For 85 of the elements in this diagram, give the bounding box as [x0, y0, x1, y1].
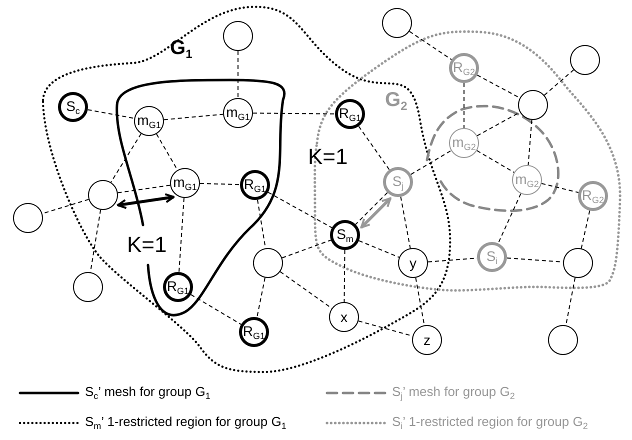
connector-line	[400, 196, 411, 249]
circle-node	[134, 106, 164, 136]
circle-node	[240, 170, 270, 200]
connector-line	[282, 240, 332, 258]
node-label: R$_{G1}$	[242, 324, 266, 340]
circle-node	[223, 98, 253, 128]
circle-node	[329, 302, 359, 332]
node-label: R$_{G1}$	[166, 278, 190, 296]
connector-line	[541, 183, 579, 193]
node-label: S$_{i}$	[486, 248, 498, 266]
connector-line	[415, 277, 425, 326]
group-label: G$_{2}$	[385, 90, 408, 112]
connector-line	[476, 150, 515, 173]
node-label: R$_{G2}$	[582, 188, 604, 204]
node-label: S$_{m}$	[336, 226, 354, 244]
connector-line	[87, 109, 135, 119]
node-label: m$_{G1}$	[173, 174, 197, 192]
circle-node	[512, 165, 542, 195]
connector-line	[476, 112, 520, 136]
connector-line	[498, 193, 522, 244]
connector-line	[190, 294, 242, 325]
connector-line	[355, 192, 388, 225]
circle-node	[73, 272, 103, 302]
node-label: m$_{G1}$	[226, 104, 250, 122]
circle-node	[88, 180, 118, 210]
double-arrow	[116, 193, 175, 209]
connector-line	[156, 134, 178, 170]
node-label: m$_{G2}$	[515, 172, 539, 188]
connector-line	[200, 182, 240, 186]
connector-line	[268, 192, 332, 228]
circle-node	[382, 8, 412, 38]
circle-node	[170, 168, 200, 198]
connector-line	[178, 198, 184, 272]
node-label: R$_{G1}$	[338, 106, 362, 122]
circle-node	[518, 90, 548, 120]
connector-line	[163, 114, 224, 120]
connector-line	[358, 126, 390, 170]
connector-line	[344, 250, 346, 302]
hop-count-label: K=1	[308, 146, 348, 168]
node-label: y	[410, 256, 416, 270]
circle-node	[578, 181, 608, 211]
circle-node	[548, 325, 578, 355]
circle-node	[449, 53, 479, 83]
node-label: x	[340, 310, 348, 324]
connector-line	[476, 74, 520, 98]
node-label: m$_{G2}$	[452, 134, 476, 152]
legend-text: S$_{j}$’ mesh for group G$_{2}$	[392, 385, 515, 401]
circle-node	[330, 220, 360, 250]
circle-node	[335, 99, 365, 129]
legend-text: S$_{i}$’ 1-restricted region for group G$_{2}$	[392, 415, 588, 431]
circle-node	[13, 203, 43, 233]
connector-line	[252, 112, 336, 114]
node-label: S$_{j}$	[392, 174, 404, 190]
circle-node	[383, 167, 413, 197]
connector-line	[580, 210, 590, 249]
connector-line	[256, 277, 266, 318]
double-arrow	[360, 197, 392, 228]
legend-text: S$_{m}$’ 1-restricted region for group G$_{1}$	[85, 415, 286, 431]
connector-line	[410, 150, 452, 175]
circle-node	[449, 128, 479, 158]
connector-line	[544, 69, 574, 96]
connector-line	[117, 184, 171, 194]
circle-node	[163, 272, 193, 302]
circle-node	[563, 248, 593, 278]
circle-node	[477, 242, 507, 272]
circle-node	[570, 45, 600, 75]
circle-node	[253, 248, 283, 278]
connector-line	[528, 120, 532, 166]
circle-node	[412, 325, 442, 355]
node-label: R$_{G1}$	[244, 176, 266, 194]
node-label: S$_{c}$	[66, 98, 80, 116]
node-label: R$_{G2}$	[452, 60, 476, 76]
hop-count-label: K=1	[127, 234, 167, 256]
connector-line	[358, 240, 400, 258]
circle-node	[239, 317, 269, 347]
connector-line	[565, 277, 576, 326]
circle-node	[223, 21, 253, 51]
circle-node	[58, 92, 88, 122]
legend-text: S$_{c}$’ mesh for group G$_{1}$	[85, 385, 210, 401]
circle-node	[398, 248, 428, 278]
node-label: m$_{G1}$	[137, 112, 161, 130]
connector-line	[110, 133, 142, 183]
connector-line	[42, 198, 90, 214]
node-label: z	[424, 333, 430, 347]
connector-line	[409, 30, 452, 60]
